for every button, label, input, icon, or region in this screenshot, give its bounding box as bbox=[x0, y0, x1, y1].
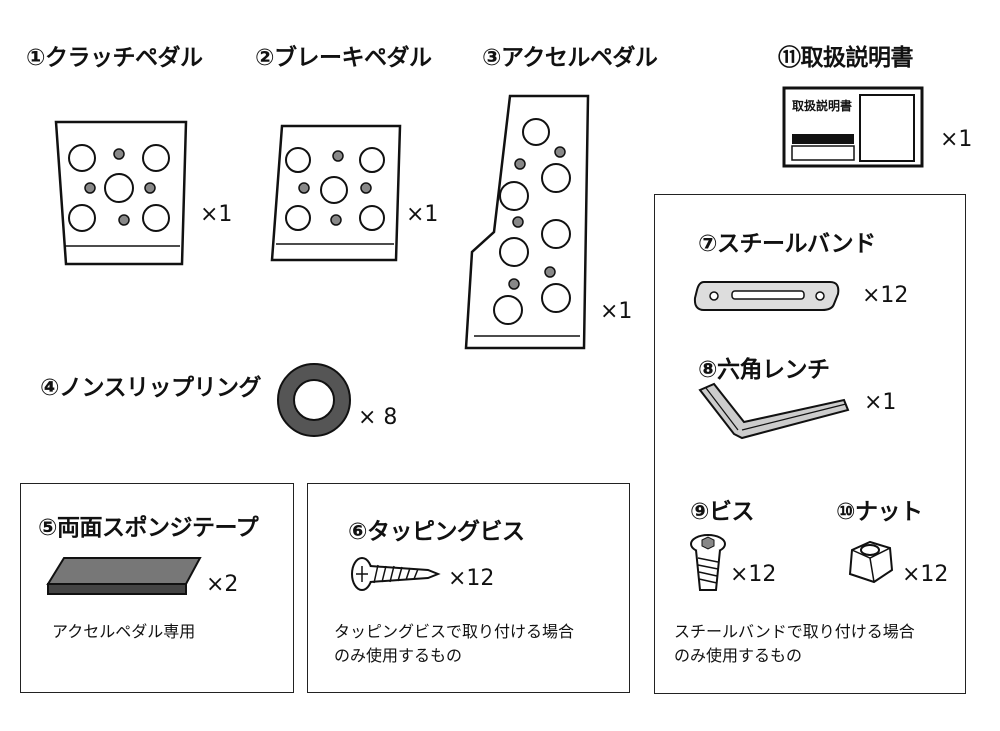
clutch-pedal-title: ①クラッチペダル bbox=[26, 45, 203, 71]
tapping-screw-title: ⑥タッピングビス bbox=[348, 519, 525, 545]
steel-band-note-line1: スチールバンドで取り付ける場合 bbox=[674, 622, 915, 641]
nut-title: ⑩ナット bbox=[836, 499, 923, 525]
tapping-screw-qty: ×12 bbox=[448, 566, 495, 591]
brake-pedal-qty: ×1 bbox=[406, 202, 439, 227]
hex-wrench-qty: ×1 bbox=[864, 390, 897, 415]
sponge-tape-note: アクセルペダル専用 bbox=[52, 622, 196, 641]
brake-pedal-icon bbox=[270, 124, 402, 262]
screw-title: ⑨ビス bbox=[690, 499, 754, 525]
steel-band-title: ⑦スチールバンド bbox=[698, 231, 876, 257]
tapping-screw-note-line2: のみ使用するもの bbox=[334, 646, 463, 665]
hex-wrench-title: ⑧六角レンチ bbox=[698, 357, 830, 383]
manual-title: ⑪取扱説明書 bbox=[778, 45, 914, 71]
ring-qty: × 8 bbox=[358, 405, 398, 430]
ring-title: ④ノンスリップリング bbox=[40, 375, 262, 401]
accel-pedal-icon bbox=[464, 94, 590, 350]
steel-band-qty: ×12 bbox=[862, 283, 909, 308]
hex-wrench-icon bbox=[698, 382, 850, 440]
tapping-screw-note-line1: タッピングビスで取り付ける場合 bbox=[334, 622, 575, 641]
steel-band-icon bbox=[693, 281, 840, 311]
screw-qty: ×12 bbox=[730, 562, 777, 587]
manual-qty: ×1 bbox=[940, 127, 973, 152]
clutch-pedal-qty: ×1 bbox=[200, 202, 233, 227]
manual-book-label: 取扱説明書 bbox=[792, 99, 853, 113]
nut-icon bbox=[848, 540, 894, 584]
brake-pedal-title: ②ブレーキペダル bbox=[255, 45, 432, 71]
accel-pedal-title: ③アクセルペダル bbox=[482, 45, 658, 71]
clutch-pedal-icon bbox=[54, 120, 188, 266]
screw-icon bbox=[690, 534, 726, 591]
sponge-tape-icon bbox=[46, 557, 202, 595]
accel-pedal-qty: ×1 bbox=[600, 299, 633, 324]
steel-band-kit-box bbox=[654, 194, 966, 694]
ring-icon bbox=[277, 363, 351, 437]
steel-band-note-line2: のみ使用するもの bbox=[674, 646, 803, 665]
manual-book-icon bbox=[782, 86, 924, 168]
nut-qty: ×12 bbox=[902, 562, 949, 587]
tapping-screw-icon bbox=[351, 557, 441, 591]
sponge-tape-title: ⑤両面スポンジテープ bbox=[38, 515, 259, 541]
sponge-tape-qty: ×2 bbox=[206, 572, 239, 597]
